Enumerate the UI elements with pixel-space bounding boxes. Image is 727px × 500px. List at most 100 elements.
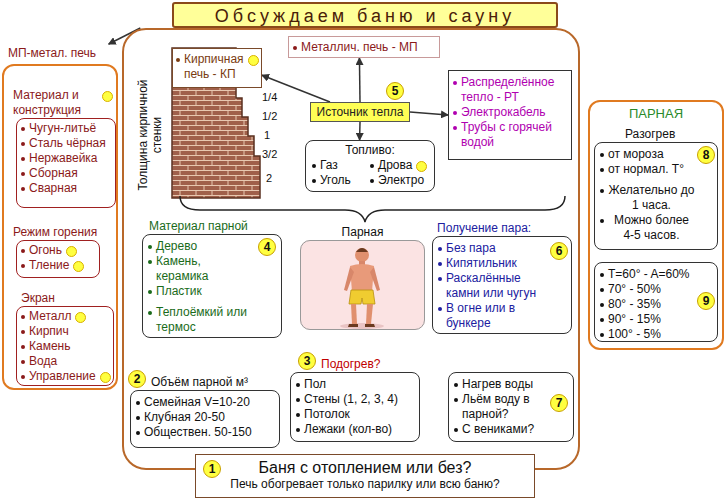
text-row: Клубная 20-50: [136, 410, 274, 425]
list-item: Огонь: [29, 243, 62, 258]
list-item: Семейная V=10-20: [144, 395, 250, 410]
text-row: Сборная: [21, 166, 111, 181]
box-text: Металлич. печь - МП: [301, 40, 418, 55]
bullet: [21, 249, 25, 253]
list-item: Льём воду в парной?: [462, 392, 549, 422]
text-row: Кирпичная печь - КП: [176, 52, 258, 82]
box-heading: Разогрев: [625, 127, 675, 142]
arrow-connector: [359, 122, 361, 140]
text-row: Металлич. печь - МП: [293, 40, 435, 55]
bullet: [296, 428, 300, 432]
list-item: Вода: [29, 354, 57, 369]
callout-number: 4: [258, 238, 276, 256]
bullet: [148, 260, 152, 264]
box-heading: Режим горения: [13, 225, 97, 240]
marker-dot: [416, 161, 427, 172]
box-heading: Подогрев?: [321, 357, 380, 372]
bullet: [21, 375, 25, 379]
list-item: Дрова: [378, 158, 412, 173]
text-row: Камень, керамика: [148, 254, 255, 284]
text-row: Дрова: [370, 158, 428, 173]
side-panel: МП-метал. печьМатериал и конструкцияЧугу…: [2, 44, 118, 390]
box-text: T=60° - A=60%: [608, 267, 690, 282]
text-row: 80° - 35%: [600, 297, 693, 312]
text-row: Потолок: [296, 407, 414, 422]
list-item: Уголь: [320, 173, 351, 188]
text-row: Чугун-литьё: [21, 121, 111, 136]
person-figure: [340, 248, 384, 329]
text-row: T=60° - A=60%: [600, 267, 693, 282]
bullet: [438, 277, 442, 281]
text-row: Теплоёмкий или термос: [148, 305, 255, 335]
bullet: [21, 172, 25, 176]
callout-number: 8: [697, 146, 715, 164]
bullet: [136, 401, 140, 405]
list-item: Желательно до 1 часа.: [608, 183, 695, 213]
text-row: Семейная V=10-20: [136, 395, 274, 410]
source-box: Источник тепла: [310, 102, 410, 122]
text-row: Пластик: [148, 284, 255, 299]
box-text: Баня с отоплением или без?: [259, 458, 472, 477]
marker-dot: [248, 55, 259, 66]
arrow-connector: [359, 58, 361, 102]
list-box: Объём парной м³Семейная V=10-20Клубная 2…: [130, 390, 280, 448]
text-row: МП-метал. печь: [8, 46, 112, 61]
bullet: [454, 383, 458, 387]
text-row: Камень: [21, 339, 109, 354]
bullet: [600, 153, 604, 157]
box-text: Нагрев воды: [462, 377, 533, 392]
text-row: Пол: [296, 377, 414, 392]
box-text: Обсуждаем баню и сауну: [215, 6, 515, 26]
list-item: Трубы с горячей водой: [461, 120, 567, 150]
heading-row: Материал и конструкция: [13, 88, 113, 118]
bullet: [438, 247, 442, 251]
brace: [180, 196, 565, 222]
list-item: Теплоёмкий или термос: [156, 305, 255, 335]
text-row: Стены (1, 2, 3, 4): [296, 392, 414, 407]
text-row: Можно более 4-5 часов.: [600, 213, 695, 243]
list-item: Кипятильник: [446, 256, 517, 271]
bullet: [453, 111, 457, 115]
bullet: [293, 46, 297, 50]
list-item: Электрокабель: [461, 105, 546, 120]
list-box: Подогрев?ПолСтены (1, 2, 3, 4)ПотолокЛеж…: [290, 372, 420, 442]
list-item: от нормал. T°: [608, 162, 684, 177]
text-row: Источник тепла: [313, 105, 407, 120]
list-item: Камень: [29, 339, 70, 354]
marker-dot: [102, 91, 113, 102]
text-row: Тление: [21, 258, 95, 273]
text-row: Распределённое тепло - РТ: [453, 75, 567, 105]
text-row: Нагрев воды: [454, 377, 549, 392]
title-band: Обсуждаем баню и сауну: [172, 2, 558, 28]
bullet: [148, 245, 152, 249]
picture-box: Парная: [300, 240, 425, 330]
text-row: Огонь: [21, 243, 95, 258]
bullet: [136, 416, 140, 420]
list-item: 70° - 50%: [608, 282, 661, 297]
bullet: [370, 179, 374, 183]
text-row: Газ: [312, 158, 370, 173]
bullet: [176, 58, 180, 62]
bullet: [600, 168, 604, 172]
text-row: Сталь чёрная: [21, 136, 111, 151]
list-item: Металл: [29, 309, 71, 324]
side-panel: ПАРНАЯРазогревот морозаот нормал. T°Жела…: [588, 100, 724, 350]
list-item: Можно более 4-5 часов.: [608, 213, 695, 243]
text-row: Управление: [21, 369, 109, 384]
text-row: Дерево: [148, 239, 255, 254]
bullet: [438, 262, 442, 266]
callout-number: 6: [550, 242, 568, 260]
box-text: Кирпичная печь - КП: [184, 52, 244, 82]
bullet: [600, 318, 604, 322]
bullet: [21, 330, 25, 334]
box-heading: Парная: [301, 225, 424, 240]
list-item: Пластик: [156, 284, 202, 299]
dimension-label: 1/4: [262, 91, 277, 104]
callout-number: 3: [298, 352, 316, 370]
bullet: [21, 360, 25, 364]
dimension-label: 3/2: [262, 148, 277, 161]
text-row: Электрокабель: [453, 105, 567, 120]
dimension-label: 2: [266, 172, 272, 185]
text-row: Кипятильник: [438, 256, 547, 271]
